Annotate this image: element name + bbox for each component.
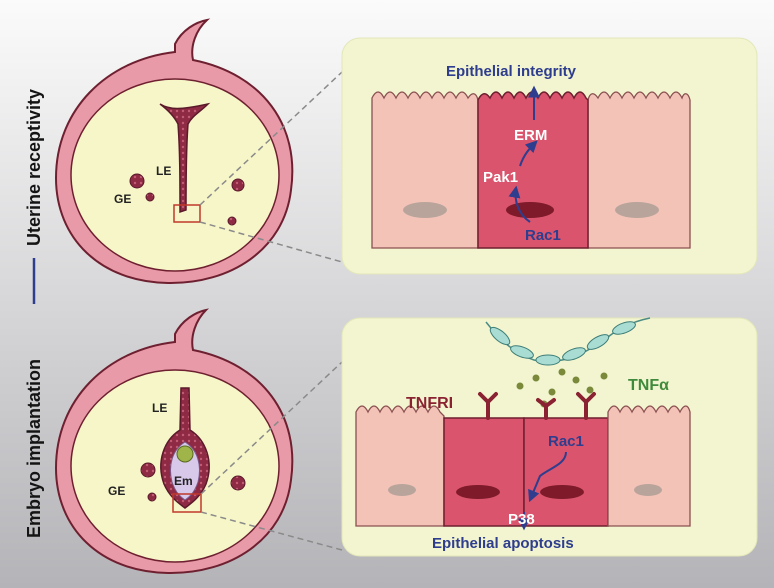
nucleus xyxy=(615,202,659,218)
panel-top: Epithelial integrity ERM Pak1 Rac1 xyxy=(341,37,758,275)
rac1-label: Rac1 xyxy=(525,227,561,244)
nucleus xyxy=(403,202,447,218)
gland xyxy=(145,192,155,202)
nucleus xyxy=(388,484,416,496)
nucleus xyxy=(634,484,662,496)
nucleus xyxy=(456,485,500,499)
gland xyxy=(227,216,237,226)
uterus-bottom: LE GE Em xyxy=(54,308,294,575)
side-label: Uterine receptivity Embryo implantation xyxy=(24,89,44,538)
erm-label: ERM xyxy=(514,127,547,144)
nucleus xyxy=(540,485,584,499)
gland xyxy=(129,173,145,189)
arrow-rac1-to-pak1 xyxy=(508,185,531,223)
gland xyxy=(140,462,156,478)
p38-label: P38 xyxy=(508,511,535,528)
arrow-rac1-to-p38 xyxy=(528,451,567,503)
uterus-top-zoom-box xyxy=(173,204,201,223)
zoom-lines-bottom xyxy=(200,361,343,551)
pak1-label: Pak1 xyxy=(483,169,518,186)
uterus-bottom-em-label: Em xyxy=(174,474,193,488)
gland xyxy=(230,475,246,491)
tnf-receptor xyxy=(536,398,556,420)
nucleus xyxy=(506,202,554,218)
cell-center-right-active xyxy=(523,417,609,527)
uterus-top: LE GE xyxy=(54,18,294,285)
tnfri-label: TNFRI xyxy=(406,395,453,412)
uterus-top-le-label: LE xyxy=(156,164,171,178)
cell-right xyxy=(587,91,691,249)
tnf-receptor xyxy=(478,392,498,420)
cell-left xyxy=(371,91,479,249)
gland xyxy=(231,178,245,192)
tnfa-label: TNFα xyxy=(628,377,669,394)
uterus-bottom-le-label: LE xyxy=(152,401,167,415)
cell-center-left-active xyxy=(443,417,525,527)
panel-top-title: Epithelial integrity xyxy=(446,63,577,80)
cell-right xyxy=(607,405,691,527)
uterus-bottom-ge-label: GE xyxy=(108,484,125,498)
panel-bottom: TNFRI TNFα Rac1 P38 Epithelial apoptosis xyxy=(341,317,758,557)
trophoblast-chain xyxy=(485,317,651,366)
uterus-bottom-zoom-box xyxy=(172,493,202,513)
tnf-receptor xyxy=(576,392,596,420)
side-label-receptivity: Uterine receptivity xyxy=(24,89,44,246)
zoom-lines-top xyxy=(199,71,343,263)
uterus-top-luminal-epithelium xyxy=(159,102,211,214)
arrow-pak1-to-erm xyxy=(519,140,538,167)
gland xyxy=(147,492,157,502)
uterus-top-ge-label: GE xyxy=(114,192,131,206)
cell-left xyxy=(355,405,445,527)
panel-bottom-title: Epithelial apoptosis xyxy=(432,535,574,552)
embryo-inner-cell-mass xyxy=(176,445,194,463)
rac1-label: Rac1 xyxy=(548,433,584,450)
uterus-top-lumen-space xyxy=(70,78,280,272)
side-label-implantation: Embryo implantation xyxy=(24,359,44,538)
tnfa-molecules xyxy=(516,368,608,408)
